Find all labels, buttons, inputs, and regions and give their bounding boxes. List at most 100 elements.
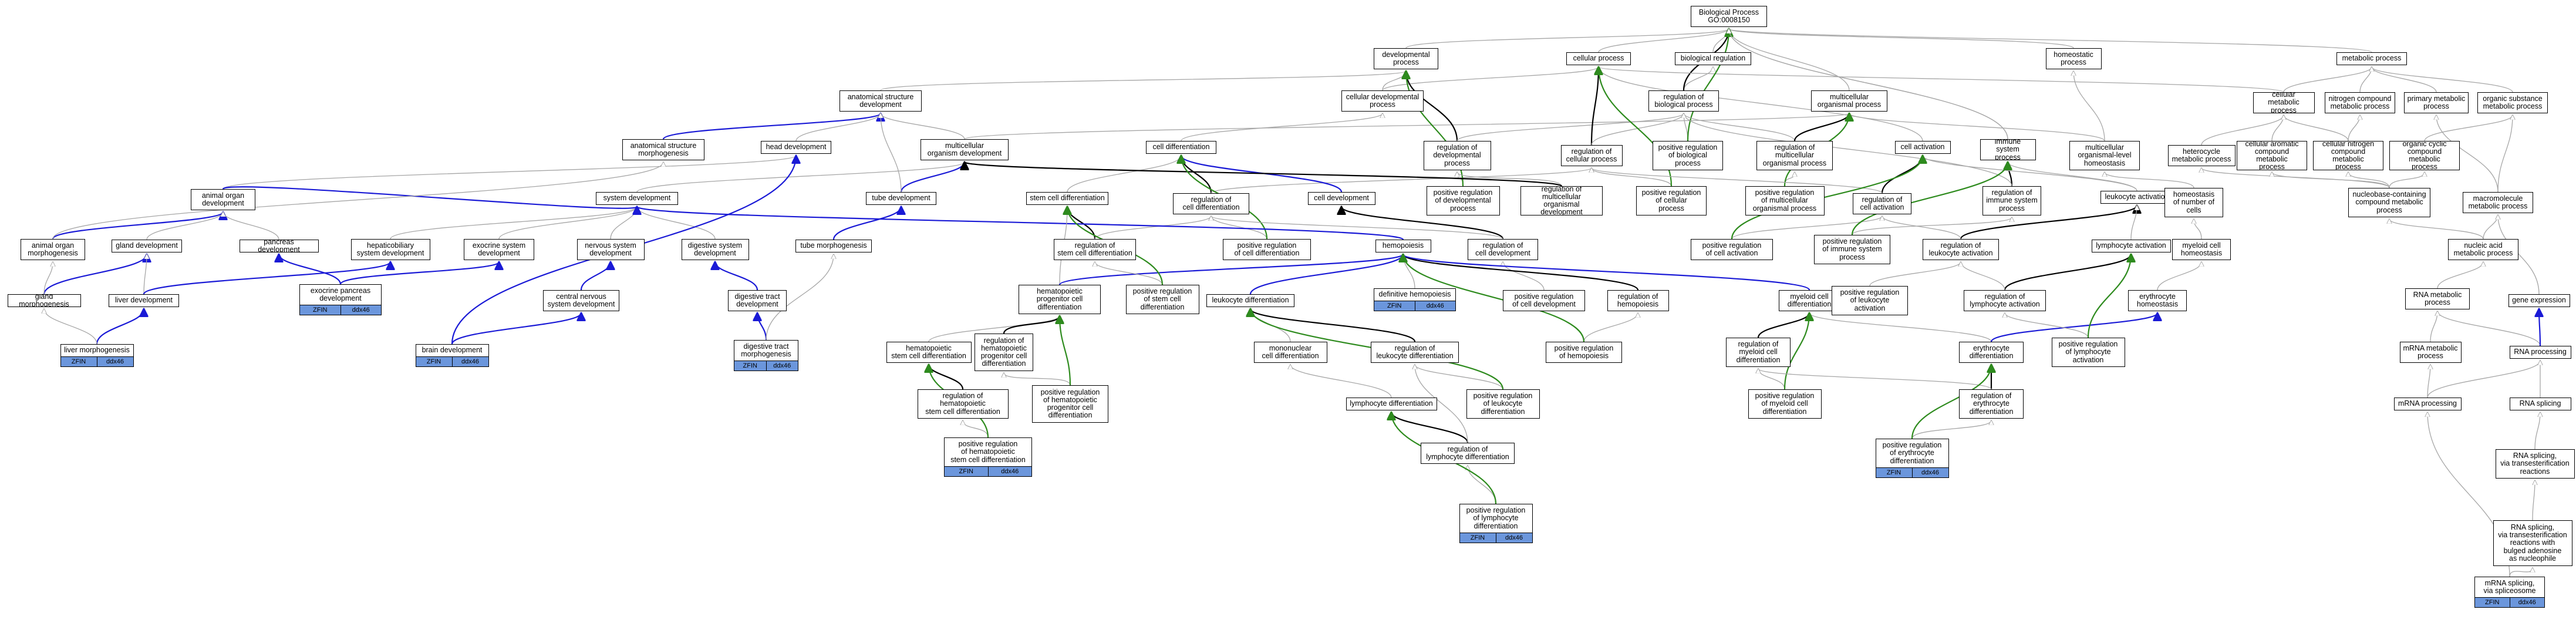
go-term-immsys[interactable]: immune system process xyxy=(1980,139,2036,160)
go-term-mrnamp[interactable]: mRNA metabolic process xyxy=(2399,342,2462,363)
go-term-homeonum[interactable]: homeostasis of number of cells xyxy=(2164,188,2223,217)
go-term-posregcellact[interactable]: positive regulation of cell activation xyxy=(1691,239,1773,260)
go-term-posreglymphact[interactable]: positive regulation of lymphocyte activa… xyxy=(2051,338,2125,367)
go-term-glandmorph[interactable]: gland morphogenesis xyxy=(7,294,81,307)
go-term-regstem[interactable]: regulation of stem cell differentiation xyxy=(1054,239,1136,260)
go-term-nervdev[interactable]: nervous system development xyxy=(576,239,645,260)
go-term-regmultdev[interactable]: regulation of multicellular organismal d… xyxy=(1520,186,1603,215)
go-term-lymphdiff[interactable]: lymphocyte differentiation xyxy=(1346,398,1437,410)
go-term-reghpdiff[interactable]: regulation of hematopoietic progenitor c… xyxy=(975,334,1033,371)
go-term-devp[interactable]: developmental process xyxy=(1374,48,1438,69)
go-term-regcelldev[interactable]: regulation of cell development xyxy=(1468,239,1538,260)
go-term-mononuc[interactable]: mononuclear cell differentiation xyxy=(1253,342,1327,363)
go-term-reglymphact[interactable]: regulation of lymphocyte activation xyxy=(1964,290,2046,311)
go-term-rnaproc[interactable]: RNA processing xyxy=(2509,346,2571,359)
go-term-posregbp[interactable]: positive regulation of biological proces… xyxy=(1653,141,1723,170)
go-term-multp[interactable]: multicellular organismal process xyxy=(1811,90,1887,112)
go-term-liverdev[interactable]: liver development xyxy=(109,294,179,307)
go-term-myeldiff[interactable]: myeloid cell differentiation xyxy=(1778,290,1840,311)
go-term-leukact[interactable]: leukocyte activation xyxy=(2100,191,2174,204)
go-term-posregcellp[interactable]: positive regulation of cellular process xyxy=(1636,186,1707,215)
go-term-reghemo[interactable]: regulation of hemopoiesis xyxy=(1607,290,1669,311)
go-term-reghscdiff[interactable]: regulation of hematopoietic stem cell di… xyxy=(917,389,1009,419)
go-term-geneexp[interactable]: gene expression xyxy=(2508,294,2570,307)
go-term-osmp[interactable]: organic substance metabolic process xyxy=(2477,92,2548,113)
go-term-tubedev[interactable]: tube development xyxy=(866,192,936,205)
go-term-ncmp[interactable]: nitrogen compound metabolic process xyxy=(2325,92,2395,113)
go-term-glanddev[interactable]: gland development xyxy=(112,240,182,252)
go-term-posreglymphdiff[interactable]: positive regulation of lymphocyte differ… xyxy=(1459,504,1533,533)
go-term-stemdiff[interactable]: stem cell differentiation xyxy=(1026,192,1108,205)
go-term-posregmyeldiff[interactable]: positive regulation of myeloid cell diff… xyxy=(1748,389,1822,419)
go-term-digtract[interactable]: digestive tract development xyxy=(728,290,787,311)
go-term-regmultp[interactable]: regulation of multicellular organismal p… xyxy=(1756,141,1833,170)
go-term-posregcelldev[interactable]: positive regulation of cell development xyxy=(1503,290,1585,311)
go-term-hepdev[interactable]: hepaticobiliary system development xyxy=(350,239,430,260)
go-term-regmyeldiff[interactable]: regulation of myeloid cell differentiati… xyxy=(1726,338,1791,367)
go-term-reglymphdiff[interactable]: regulation of lymphocyte differentiation xyxy=(1421,443,1515,464)
go-term-celldev[interactable]: cell development xyxy=(1307,192,1375,205)
go-term-regerythdiff[interactable]: regulation of erythrocyte differentiatio… xyxy=(1959,389,2024,419)
go-term-occmp[interactable]: organic cyclic compound metabolic proces… xyxy=(2389,141,2460,170)
go-term-headdev[interactable]: head development xyxy=(761,141,831,154)
go-term-mcdev[interactable]: multicellular organism development xyxy=(921,139,1009,160)
go-term-aomorph[interactable]: animal organ morphogenesis xyxy=(21,239,85,260)
go-term-asm[interactable]: anatomical structure morphogenesis xyxy=(622,139,704,160)
go-term-livermorph[interactable]: liver morphogenesis xyxy=(60,344,134,357)
go-term-hscdiff[interactable]: hematopoietic stem cell differentiation xyxy=(886,342,972,363)
go-term-defhemo[interactable]: definitive hemopoiesis xyxy=(1374,288,1456,301)
go-term-hpdiff[interactable]: hematopoietic progenitor cell differenti… xyxy=(1019,285,1101,314)
go-term-cacmp[interactable]: cellular aromatic compound metabolic pro… xyxy=(2237,141,2307,170)
go-term-cellmetp[interactable]: cellular metabolic process xyxy=(2253,92,2315,113)
go-term-exopanc[interactable]: exocrine pancreas development xyxy=(299,284,382,305)
go-term-cellact[interactable]: cell activation xyxy=(1894,141,1951,154)
go-term-digdev[interactable]: digestive system development xyxy=(681,239,749,260)
go-term-regbp[interactable]: regulation of biological process xyxy=(1648,90,1719,112)
go-term-erythdiff[interactable]: erythrocyte differentiation xyxy=(1959,342,2024,363)
go-term-mrnaspliceoso[interactable]: mRNA splicing, via spliceosome xyxy=(2474,577,2545,598)
go-term-tubemorph[interactable]: tube morphogenesis xyxy=(795,240,872,252)
go-term-macromp[interactable]: macromolecule metabolic process xyxy=(2463,192,2533,213)
go-term-myelhomeo[interactable]: myeloid cell homeostasis xyxy=(2172,239,2231,260)
go-term-pmp[interactable]: primary metabolic process xyxy=(2404,92,2469,113)
go-term-regcellact[interactable]: regulation of cell activation xyxy=(1853,193,1911,214)
go-term-mrnaproc[interactable]: mRNA processing xyxy=(2393,398,2462,410)
go-term-cncmp[interactable]: cellular nitrogen compound metabolic pro… xyxy=(2313,141,2383,170)
go-term-regcelldiff[interactable]: regulation of cell differentiation xyxy=(1173,193,1249,214)
go-term-pancdev[interactable]: pancreas development xyxy=(239,240,319,252)
go-term-bioreg[interactable]: biological regulation xyxy=(1675,52,1751,65)
go-term-rnasplicetrans[interactable]: RNA splicing, via transesterification re… xyxy=(2495,449,2575,479)
go-term-lymphact[interactable]: lymphocyte activation xyxy=(2091,240,2171,252)
go-term-regleukdiff[interactable]: regulation of leukocyte differentiation xyxy=(1371,342,1459,363)
go-term-exosys[interactable]: exocrine system development xyxy=(464,239,534,260)
go-term-posreghscdiff[interactable]: positive regulation of hematopoietic ste… xyxy=(944,437,1032,467)
go-term-regleukact[interactable]: regulation of leukocyte activation xyxy=(1923,239,1999,260)
go-term-multhomeo[interactable]: multicellular organismal-level homeostas… xyxy=(2069,141,2140,170)
go-term-ncbcmp[interactable]: nucleobase-containing compound metabolic… xyxy=(2348,188,2430,217)
go-term-hemopoiesis[interactable]: hemopoiesis xyxy=(1375,240,1431,252)
go-term-ased[interactable]: anatomical structure development xyxy=(839,90,922,112)
go-term-posregcelldiff[interactable]: positive regulation of cell differentiat… xyxy=(1223,239,1311,260)
go-term-posregleukdiff[interactable]: positive regulation of leukocyte differe… xyxy=(1466,389,1540,419)
go-term-celldevp[interactable]: cellular developmental process xyxy=(1341,90,1424,112)
go-term-rnamp[interactable]: RNA metabolic process xyxy=(2405,288,2470,309)
go-term-celldiff[interactable]: cell differentiation xyxy=(1146,141,1216,154)
go-term-posregdevp[interactable]: positive regulation of developmental pro… xyxy=(1426,186,1500,215)
go-term-nucmp[interactable]: nucleic acid metabolic process xyxy=(2448,239,2518,260)
go-term-sysdev[interactable]: system development xyxy=(596,192,678,205)
go-term-cnsdev[interactable]: central nervous system development xyxy=(543,290,619,311)
go-term-braindev[interactable]: brain development xyxy=(415,344,489,357)
go-term-posregstem[interactable]: positive regulation of stem cell differe… xyxy=(1125,285,1199,314)
go-term-posreghemo[interactable]: positive regulation of hemopoiesis xyxy=(1546,342,1622,363)
go-term-posregleukact[interactable]: positive regulation of leukocyte activat… xyxy=(1832,286,1908,315)
go-term-heteromp[interactable]: heterocycle metabolic process xyxy=(2167,145,2236,166)
go-term-posregimm[interactable]: positive regulation of immune system pro… xyxy=(1814,235,1890,264)
go-term-rnasplice[interactable]: RNA splicing xyxy=(2509,398,2571,410)
go-term-erythhomeo[interactable]: erythrocyte homeostasis xyxy=(2128,290,2187,311)
go-term-rnasplicebulged[interactable]: RNA splicing, via transesterification re… xyxy=(2493,520,2572,566)
go-term-posregmultp[interactable]: positive regulation of multicellular org… xyxy=(1745,186,1825,215)
go-term-homeop[interactable]: homeostatic process xyxy=(2045,48,2102,69)
go-term-regimm[interactable]: regulation of immune system process xyxy=(1982,186,2041,215)
go-term-digtractmorph[interactable]: digestive tract morphogenesis xyxy=(734,340,798,361)
go-term-posregerythdiff[interactable]: positive regulation of erythrocyte diffe… xyxy=(1875,439,1949,468)
